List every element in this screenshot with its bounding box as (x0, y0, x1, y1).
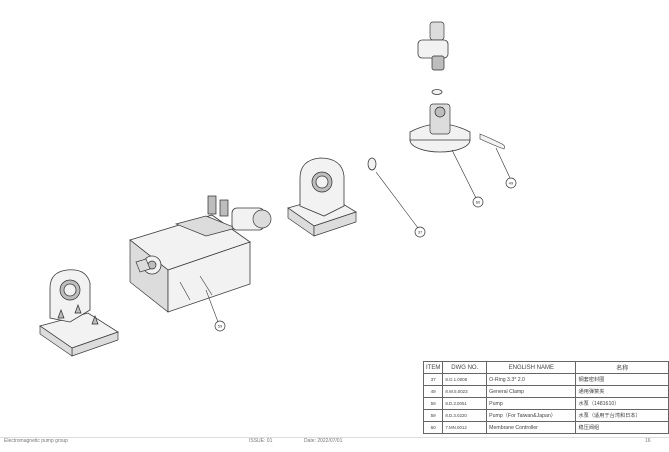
bom-dwg: 8.D.3.0051 (442, 397, 488, 410)
bom-item: 59 (422, 409, 444, 422)
bom-header-row: ITEM DWG NO. ENGLISH NAME 名称 (422, 361, 669, 374)
footer-issue: ISSUE: 01 (249, 438, 273, 444)
leader-line-37 (375, 171, 419, 229)
bom-item: 49 (422, 385, 444, 398)
footer-title: Electromagnetic pump group (4, 438, 68, 444)
bom-row: 37 8.G.1.0008 O-Ring 3.3* 2.0 钢套密封圈 (422, 373, 669, 386)
bom-chinese: 水泵（1481610） (575, 397, 669, 410)
bom-english: Pump（For Taiwan&Japan） (486, 409, 577, 422)
bom-english: General Clamp (486, 385, 577, 398)
leader-line-60 (451, 149, 477, 199)
bom-header-dwg: DWG NO. (442, 361, 488, 374)
part-balloon: 60 (472, 196, 484, 208)
leader-line-49 (495, 147, 511, 179)
bom-header-chinese: 名称 (575, 361, 669, 374)
svg-text:59: 59 (218, 324, 223, 329)
page-footer: Electromagnetic pump group ISSUE: 01 Dat… (0, 438, 669, 452)
middle-mounting-bracket (287, 157, 357, 237)
part-balloon: 59 (214, 320, 226, 332)
svg-text:37: 37 (418, 230, 423, 235)
bom-dwg: 8.W.5.0023 (442, 385, 488, 398)
left-mounting-bracket (39, 269, 119, 357)
bom-item: 60 (422, 421, 444, 434)
bom-header-item: ITEM (422, 361, 444, 374)
o-ring-parts (367, 89, 443, 171)
svg-text:49: 49 (509, 181, 514, 186)
bill-of-materials-table: ITEM DWG NO. ENGLISH NAME 名称 37 8.G.1.00… (422, 361, 669, 434)
bom-row: 59 8.D.3.0220 Pump（For Taiwan&Japan） 水泵（… (422, 409, 669, 422)
part-balloon: 37 (414, 226, 426, 238)
bom-english: Membrane Controller (486, 421, 577, 434)
footer-page-number: 16 (645, 438, 651, 444)
leader-line-59 (205, 289, 219, 323)
pump-assembly (129, 195, 272, 313)
bom-english: O-Ring 3.3* 2.0 (486, 373, 577, 386)
svg-text:60: 60 (476, 200, 481, 205)
general-clamp (479, 133, 505, 150)
bom-dwg: 8.D.3.0220 (442, 409, 488, 422)
bom-dwg: 8.G.1.0008 (442, 373, 488, 386)
bom-english: Pump (486, 397, 577, 410)
bom-item: 59 (422, 397, 444, 410)
bom-dwg: 7.MN.0012 (442, 421, 488, 434)
footer-divider (0, 437, 669, 438)
part-balloon: 49 (505, 177, 517, 189)
bom-row: 49 8.W.5.0023 General Clamp 通用弹簧夹 (422, 385, 669, 398)
bom-header-english: ENGLISH NAME (486, 361, 577, 374)
bom-item: 37 (422, 373, 444, 386)
bom-chinese: 水泵（适用于台湾和日本） (575, 409, 669, 422)
bom-chinese: 通用弹簧夹 (575, 385, 669, 398)
bom-chinese: 稳压阀组 (575, 421, 669, 434)
membrane-controller (409, 21, 471, 153)
bom-row: 59 8.D.3.0051 Pump 水泵（1481610） (422, 397, 669, 410)
footer-date: Date: 2022/07/01 (304, 438, 343, 444)
bom-chinese: 钢套密封圈 (575, 373, 669, 386)
bom-row: 60 7.MN.0012 Membrane Controller 稳压阀组 (422, 421, 669, 434)
